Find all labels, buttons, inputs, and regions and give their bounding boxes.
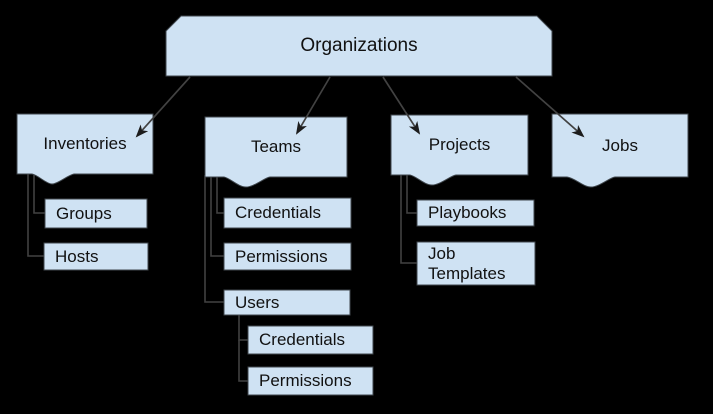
node-teams-shape	[204, 116, 348, 188]
node-teams-credentials-shape	[223, 197, 352, 229]
edge-users-credentials	[238, 315, 248, 341]
edge-teams-credentials	[216, 175, 224, 214]
node-projects-label: Projects	[428, 135, 491, 154]
edge-inventories-hosts	[27, 172, 44, 257]
node-organizations-shape	[165, 15, 553, 77]
node-groups-label: Groups	[56, 203, 112, 223]
node-teams-credentials-label: Credentials	[235, 203, 321, 222]
node-teams-permissions-label: Permissions	[235, 246, 328, 266]
node-jobs-label: Jobs	[602, 135, 638, 155]
node-users-permissions-label: Permissions	[259, 371, 352, 390]
node-playbooks-label: Playbooks	[428, 203, 507, 222]
node-teams-label: Teams	[250, 137, 302, 156]
arrow-organizations-inventories	[135, 76, 191, 138]
edge-projects-playbooks	[406, 173, 417, 214]
node-job-templates-shape	[416, 241, 536, 286]
edge-teams-users	[204, 175, 224, 303]
node-hosts-shape	[43, 242, 149, 271]
node-users-permissions-shape	[247, 366, 374, 396]
node-job-templates-label: Job Templates	[428, 243, 506, 283]
node-playbooks-shape	[416, 199, 535, 227]
node-organizations-label: Organizations	[300, 35, 418, 56]
node-users-credentials-shape	[247, 325, 374, 355]
node-jobs-shape	[551, 113, 689, 188]
edge-projects-jobtemplates	[400, 173, 417, 264]
node-users-credentials-label: Credentials	[259, 330, 345, 349]
edge-teams-permissions	[210, 175, 224, 257]
node-inventories-label: Inventories	[43, 134, 127, 153]
node-inventories-shape	[16, 113, 154, 185]
edge-users-permissions	[238, 340, 248, 382]
node-projects-shape	[390, 114, 529, 186]
node-hosts-label: Hosts	[55, 246, 99, 266]
node-users-label: Users	[235, 292, 280, 312]
node-teams-permissions-shape	[223, 242, 352, 271]
edge-inventories-groups	[33, 172, 45, 214]
node-groups-shape	[44, 198, 148, 229]
arrow-organizations-teams	[295, 76, 331, 135]
node-users-shape	[223, 289, 351, 316]
arrow-organizations-jobs	[515, 76, 585, 138]
arrow-organizations-projects	[382, 76, 421, 135]
